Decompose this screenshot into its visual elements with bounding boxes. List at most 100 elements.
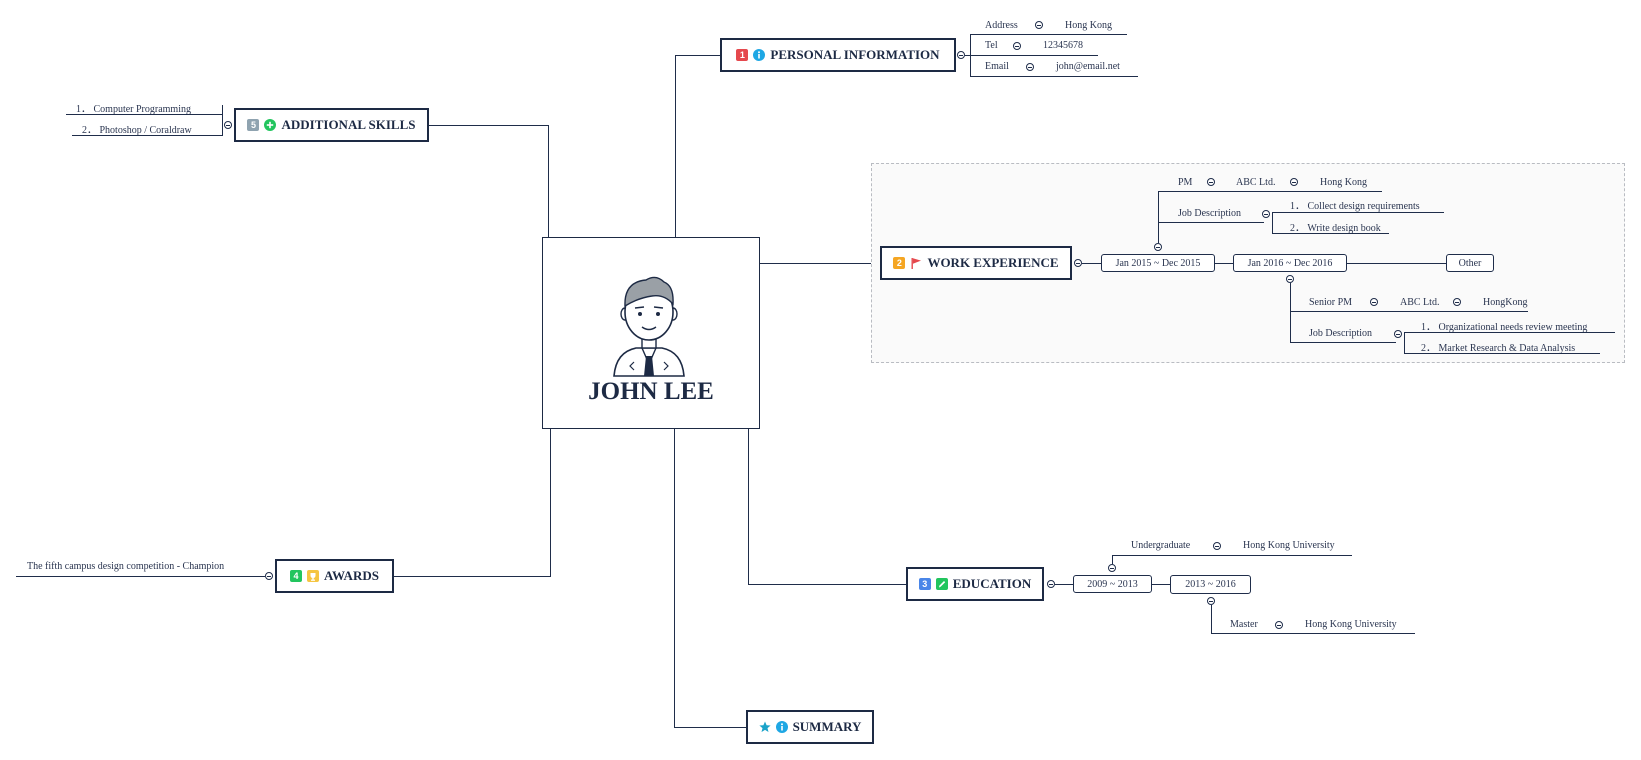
award-item: The fifth campus design competition - Ch… (27, 561, 225, 572)
center-name: JOHN LEE (588, 378, 714, 405)
branch-label: PERSONAL INFORMATION (770, 47, 940, 62)
job2-desc-item: 1． Organizational needs review meeting (1421, 322, 1588, 333)
underline (1112, 555, 1352, 556)
branch-education[interactable]: 3 EDUCATION (906, 567, 1044, 601)
connector-personal-h (675, 55, 720, 56)
connector (1290, 283, 1291, 343)
connector (1082, 263, 1101, 264)
branch-summary[interactable]: SUMMARY (746, 710, 874, 744)
education-period-2[interactable]: 2013 ~ 2016 (1170, 575, 1251, 594)
connector (1112, 555, 1113, 564)
branch-label: AWARDS (324, 568, 379, 583)
connector (222, 105, 223, 135)
number-badge: 2 (893, 257, 906, 269)
connector-personal (675, 55, 676, 238)
job2-location: HongKong (1483, 297, 1528, 308)
underline (1404, 353, 1600, 354)
branch-label: SUMMARY (792, 719, 862, 734)
connector (1211, 605, 1212, 633)
trophy-icon (307, 570, 320, 582)
collapse-toggle[interactable] (1026, 63, 1034, 71)
job1-company: ABC Ltd. (1236, 177, 1276, 188)
collapse-toggle-personal[interactable] (957, 51, 965, 59)
connector-summary (674, 428, 675, 727)
underline (970, 55, 1098, 56)
collapse-toggle[interactable] (1290, 178, 1298, 186)
edu2-school: Hong Kong University (1305, 619, 1397, 630)
avatar-icon (613, 276, 685, 377)
collapse-toggle[interactable] (1035, 21, 1043, 29)
collapse-toggle-education[interactable] (1047, 580, 1055, 588)
underline (66, 114, 223, 115)
collapse-toggle[interactable] (1275, 621, 1283, 629)
connector-education (748, 428, 749, 584)
underline (1158, 191, 1382, 192)
connector-awards (550, 428, 551, 576)
edu1-degree: Undergraduate (1131, 540, 1191, 551)
job1-desc-label: Job Description (1178, 208, 1242, 219)
connector (1272, 212, 1273, 233)
collapse-toggle[interactable] (1370, 298, 1378, 306)
info-key-email: Email (985, 61, 1009, 72)
connector-awards-h (393, 576, 551, 577)
collapse-toggle[interactable] (1262, 210, 1270, 218)
work-other[interactable]: Other (1446, 254, 1494, 272)
pencil-icon (935, 578, 948, 590)
number-badge: 5 (247, 119, 260, 131)
connector-work (760, 263, 880, 264)
job2-company: ABC Ltd. (1400, 297, 1440, 308)
connector (965, 55, 971, 56)
collapse-toggle[interactable] (1154, 243, 1162, 251)
collapse-toggle[interactable] (1013, 42, 1021, 50)
branch-personal-information[interactable]: 1 PERSONAL INFORMATION (720, 38, 956, 72)
underline (1211, 633, 1415, 634)
info-key-tel: Tel (985, 40, 998, 51)
collapse-toggle[interactable] (1108, 564, 1116, 572)
info-value-address: Hong Kong (1065, 20, 1112, 31)
skill-item: 1． Computer Programming (76, 104, 191, 115)
collapse-toggle[interactable] (1213, 542, 1221, 550)
collapse-toggle[interactable] (1394, 330, 1402, 338)
branch-work-experience[interactable]: 2 WORK EXPERIENCE (880, 246, 1072, 280)
info-icon (753, 49, 766, 61)
collapse-toggle[interactable] (1453, 298, 1461, 306)
center-node[interactable]: JOHN LEE (542, 237, 760, 429)
underline (1290, 342, 1396, 343)
branch-label: EDUCATION (952, 576, 1032, 591)
work-period-2[interactable]: Jan 2016 ~ Dec 2016 (1233, 254, 1347, 272)
number-badge: 3 (918, 578, 931, 590)
branch-awards[interactable]: 4 AWARDS (275, 559, 394, 593)
job1-title: PM (1178, 177, 1193, 188)
collapse-toggle-work[interactable] (1074, 259, 1082, 267)
job1-desc-item: 2． Write design book (1290, 223, 1381, 234)
underline (1272, 212, 1444, 213)
info-value-email: john@email.net (1056, 61, 1120, 72)
collapse-toggle-skills[interactable] (224, 121, 232, 129)
skill-item: 2． Photoshop / Coraldraw (82, 125, 192, 136)
collapse-toggle-awards[interactable] (265, 572, 273, 580)
connector-skills-h (428, 125, 549, 126)
collapse-toggle[interactable] (1286, 275, 1294, 283)
job2-desc-item: 2． Market Research & Data Analysis (1421, 343, 1576, 354)
collapse-toggle[interactable] (1207, 178, 1215, 186)
info-key-address: Address (985, 20, 1018, 31)
work-period-1[interactable]: Jan 2015 ~ Dec 2015 (1101, 254, 1215, 272)
connector (1055, 584, 1073, 585)
underline (1404, 332, 1615, 333)
connector (1215, 263, 1233, 264)
branch-additional-skills[interactable]: 5 ADDITIONAL SKILLS (234, 108, 429, 142)
branch-label: WORK EXPERIENCE (927, 255, 1059, 270)
connector (1152, 584, 1170, 585)
underline (1290, 311, 1528, 312)
info-value-tel: 12345678 (1043, 40, 1083, 51)
connector (1158, 192, 1159, 243)
number-badge: 4 (290, 570, 303, 582)
education-period-1[interactable]: 2009 ~ 2013 (1073, 575, 1152, 593)
info-icon (775, 721, 788, 733)
underline (1158, 222, 1264, 223)
edu2-degree: Master (1230, 619, 1258, 630)
underline (72, 135, 223, 136)
collapse-toggle[interactable] (1207, 597, 1215, 605)
plus-circle-icon (264, 119, 277, 131)
underline (1272, 233, 1389, 234)
